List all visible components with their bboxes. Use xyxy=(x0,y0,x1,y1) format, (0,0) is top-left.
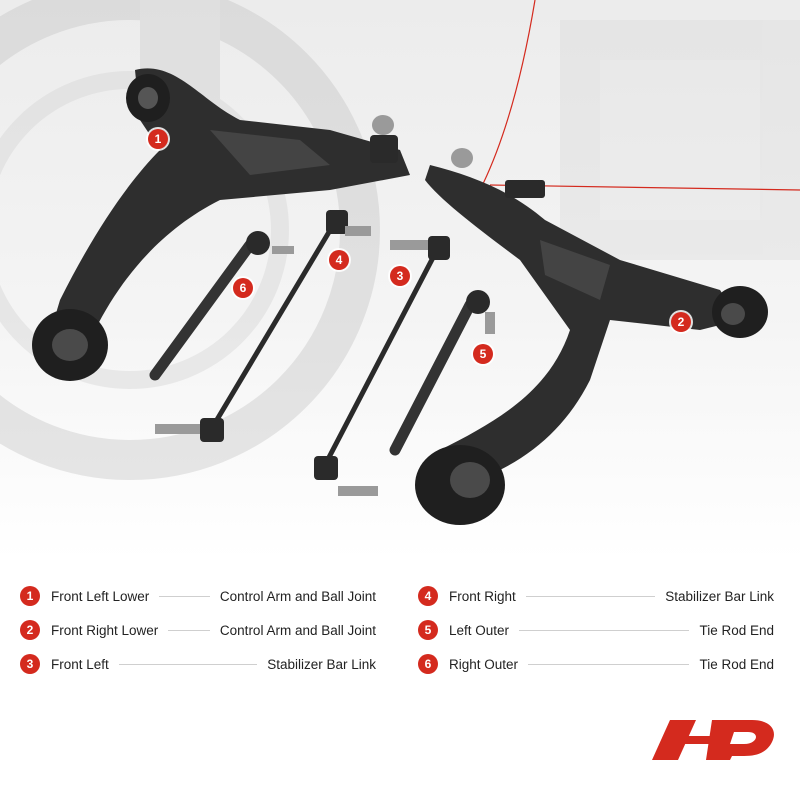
legend-item: 6 Right Outer Tie Rod End xyxy=(418,652,774,676)
legend-item: 5 Left Outer Tie Rod End xyxy=(418,618,774,642)
legend-part-name: Front Left Lower xyxy=(51,588,150,604)
legend-part-desc: Stabilizer Bar Link xyxy=(267,656,376,672)
legend-number: 2 xyxy=(20,620,40,640)
legend-item: 4 Front Right Stabilizer Bar Link xyxy=(418,584,774,608)
legend-item: 1 Front Left Lower Control Arm and Ball … xyxy=(20,584,376,608)
logo-letter-p xyxy=(706,720,774,760)
legend-part-name: Left Outer xyxy=(449,622,510,638)
accent-curve-left xyxy=(479,0,536,191)
legend-divider xyxy=(168,629,210,631)
brand-logo xyxy=(652,720,774,760)
legend-number: 5 xyxy=(418,620,438,640)
logo-bar xyxy=(682,736,710,744)
legend-divider xyxy=(528,663,690,665)
legend-part-desc: Control Arm and Ball Joint xyxy=(219,622,376,638)
callout-5: 5 xyxy=(473,344,493,364)
legend-part-name: Front Right xyxy=(449,588,516,604)
callout-1: 1 xyxy=(148,129,168,149)
stabilizer-link-4 xyxy=(155,210,371,442)
tie-rod-5 xyxy=(389,290,495,456)
logo-stroke-left xyxy=(652,720,696,760)
legend-part-name: Front Right Lower xyxy=(51,622,159,638)
control-arm-left xyxy=(32,68,410,381)
stabilizer-link-3 xyxy=(314,236,450,496)
legend-number: 4 xyxy=(418,586,438,606)
suspension-parts-illustration xyxy=(0,0,800,525)
legend-divider xyxy=(525,595,656,597)
legend-part-desc: Tie Rod End xyxy=(699,656,774,672)
callout-4: 4 xyxy=(329,250,349,270)
legend-number: 1 xyxy=(20,586,40,606)
legend-divider xyxy=(159,595,210,597)
legend-part-name: Front Left xyxy=(51,656,109,672)
legend-number: 6 xyxy=(418,654,438,674)
legend-number: 3 xyxy=(20,654,40,674)
legend-item: 3 Front Left Stabilizer Bar Link xyxy=(20,652,376,676)
legend-divider xyxy=(118,663,258,665)
legend-part-name: Right Outer xyxy=(449,656,519,672)
legend-item: 2 Front Right Lower Control Arm and Ball… xyxy=(20,618,376,642)
legend-divider xyxy=(519,629,690,631)
product-photo: 1 2 3 4 5 6 xyxy=(0,0,800,560)
callout-3: 3 xyxy=(390,266,410,286)
legend-part-desc: Tie Rod End xyxy=(699,622,774,638)
control-arm-right xyxy=(415,148,768,525)
callout-2: 2 xyxy=(671,312,691,332)
callout-6: 6 xyxy=(233,278,253,298)
legend-part-desc: Stabilizer Bar Link xyxy=(665,588,774,604)
legend-part-desc: Control Arm and Ball Joint xyxy=(219,588,376,604)
parts-legend: 1 Front Left Lower Control Arm and Ball … xyxy=(0,578,800,688)
tie-rod-6 xyxy=(149,231,294,381)
